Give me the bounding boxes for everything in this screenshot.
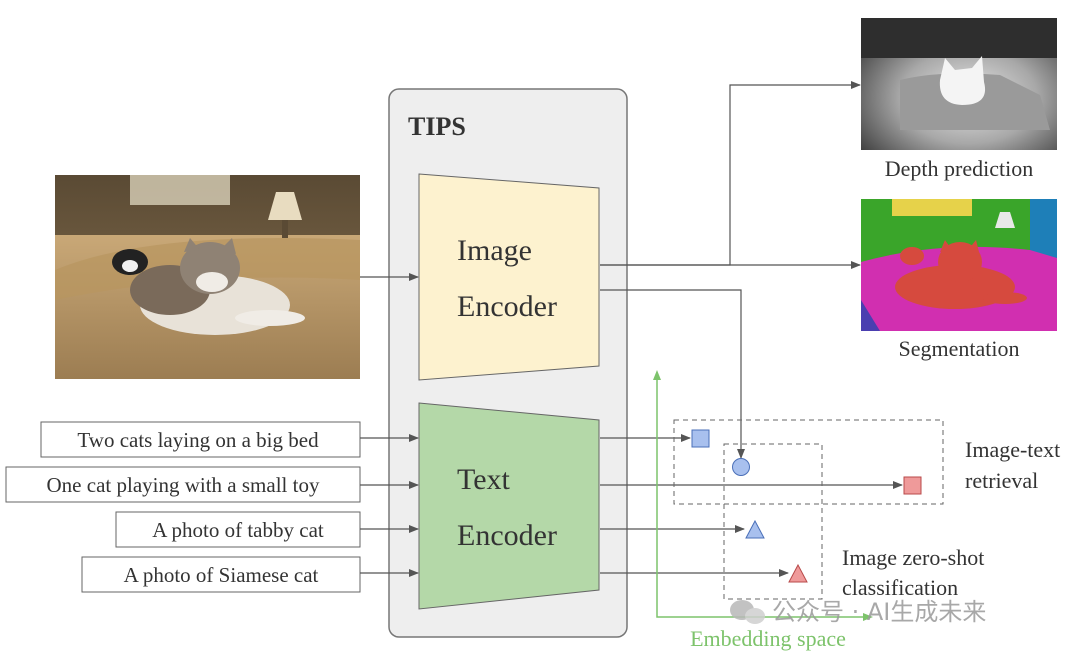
caption-text-4: A photo of Siamese cat <box>124 563 319 587</box>
caption3-embedding-triangle <box>745 519 765 539</box>
depth-prediction-label: Depth prediction <box>885 156 1033 181</box>
zeroshot-dashed-region <box>723 443 823 600</box>
caption-text-1: Two cats laying on a big bed <box>77 428 319 452</box>
watermark-text: 公众号 · AI生成未来 <box>772 598 986 626</box>
embedding-space-axis <box>656 375 868 618</box>
tips-title: TIPS <box>408 112 466 141</box>
retrieval-dashed-region <box>673 419 944 505</box>
depth-prediction-image <box>861 18 1057 150</box>
retrieval-label-line2: retrieval <box>965 468 1038 493</box>
embedding-axis-arrowhead-right <box>863 613 873 621</box>
image-encoder-block <box>418 173 600 381</box>
caption4-embedding-triangle <box>788 563 808 583</box>
image-encoder-label-line2: Encoder <box>457 290 557 323</box>
embedding-axis-arrowhead-up <box>653 370 661 380</box>
caption2-embedding-square <box>903 476 922 495</box>
arrow-to-depth <box>600 81 861 266</box>
embedding-space-label: Embedding space <box>690 626 846 651</box>
caption-box-1 <box>40 421 361 458</box>
caption-box-3 <box>115 511 361 548</box>
image-encoder-label-line1: Image <box>457 234 532 267</box>
text-encoder-label-line1: Text <box>457 463 511 496</box>
text-encoder-block <box>418 402 600 610</box>
wechat-watermark: 公众号 · AI生成未来 <box>730 598 986 626</box>
segmentation-image <box>861 199 1057 331</box>
segmentation-label: Segmentation <box>899 336 1020 361</box>
image-embedding-circle <box>732 458 750 476</box>
text-encoder-label-line2: Encoder <box>457 519 557 552</box>
arrow-to-image-embedding <box>600 289 745 459</box>
caption1-embedding-square <box>691 429 710 448</box>
zeroshot-label-line2: classification <box>842 575 958 600</box>
retrieval-label-line1: Image-text <box>965 437 1060 462</box>
input-cat-photo <box>55 175 360 379</box>
caption-text-3: A photo of tabby cat <box>152 518 324 542</box>
caption-box-2 <box>5 466 361 503</box>
caption-box-4 <box>81 556 361 593</box>
zeroshot-label-line1: Image zero-shot <box>842 545 984 570</box>
caption-text-2: One cat playing with a small toy <box>47 473 320 497</box>
